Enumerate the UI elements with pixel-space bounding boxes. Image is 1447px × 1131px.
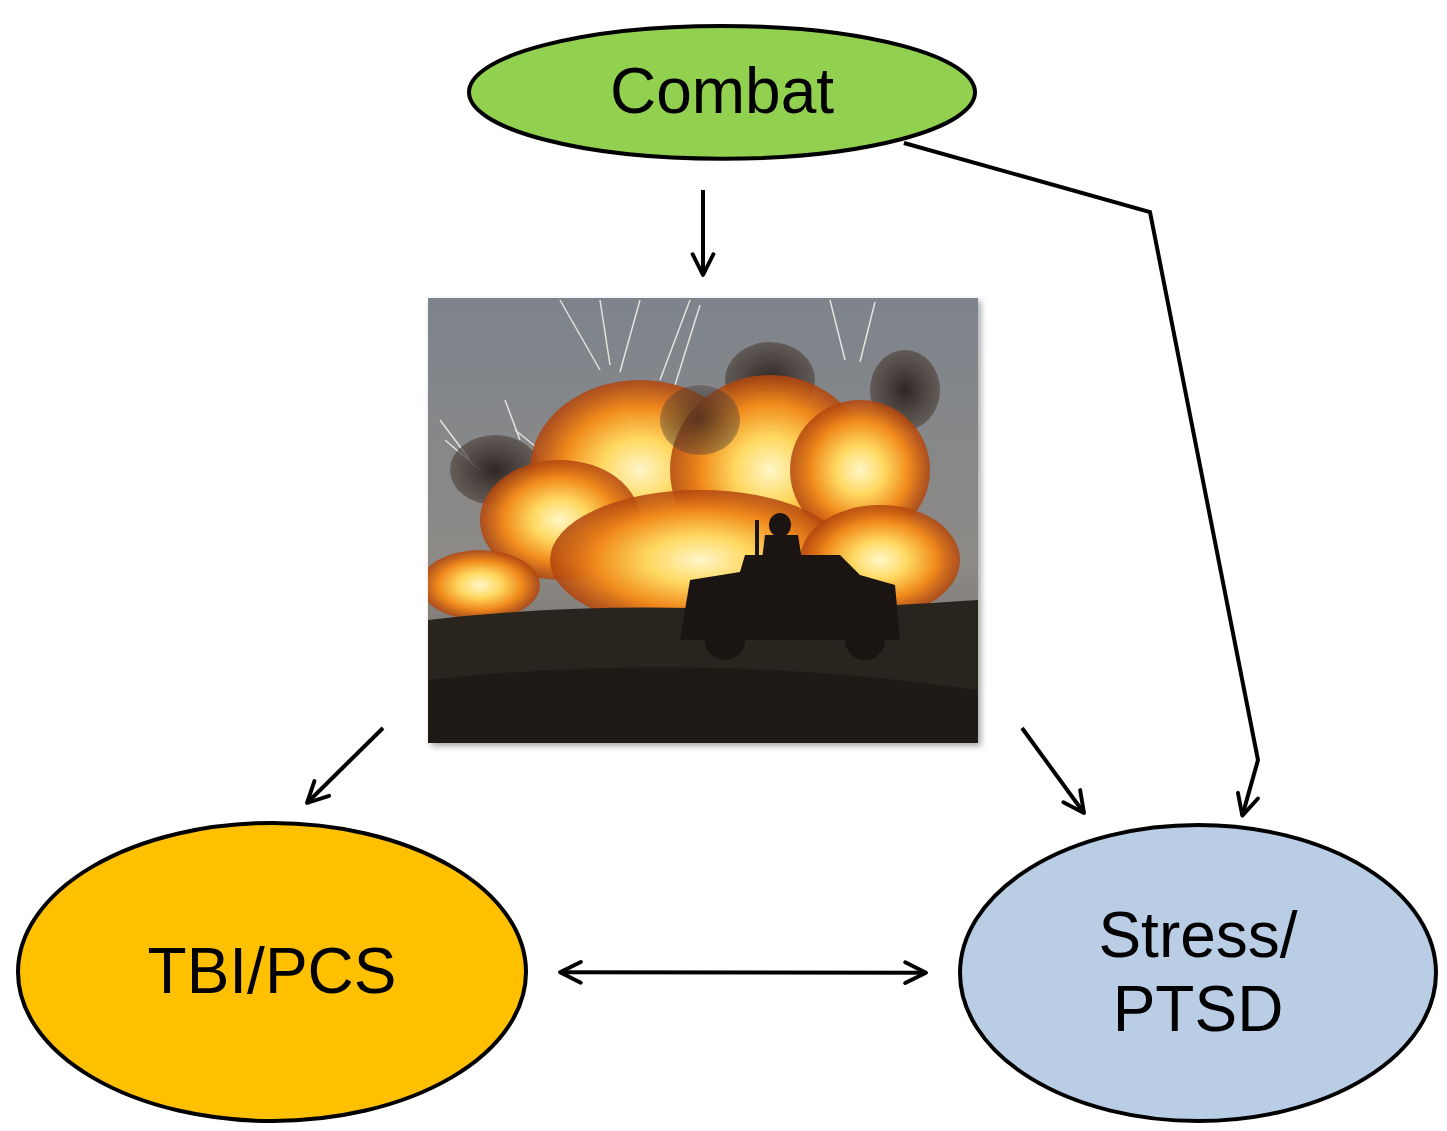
ellipse-node: Stress/ PTSD [958, 823, 1438, 1123]
connector-arrow [560, 970, 926, 974]
arrow-line [1022, 728, 1084, 813]
connector-arrow [904, 143, 1258, 816]
node-label: Combat [610, 55, 834, 129]
node-label: Stress/ PTSD [1048, 899, 1348, 1046]
arrow-line [307, 728, 383, 803]
arrow-line [701, 190, 705, 275]
node-label: TBI/PCS [148, 935, 397, 1009]
ellipse-node: TBI/PCS [16, 821, 528, 1123]
humvee-silhouette [680, 513, 900, 660]
ellipse-node: Combat [467, 24, 977, 161]
leader-arrows [307, 190, 1084, 813]
explosion-photo [420, 298, 978, 743]
